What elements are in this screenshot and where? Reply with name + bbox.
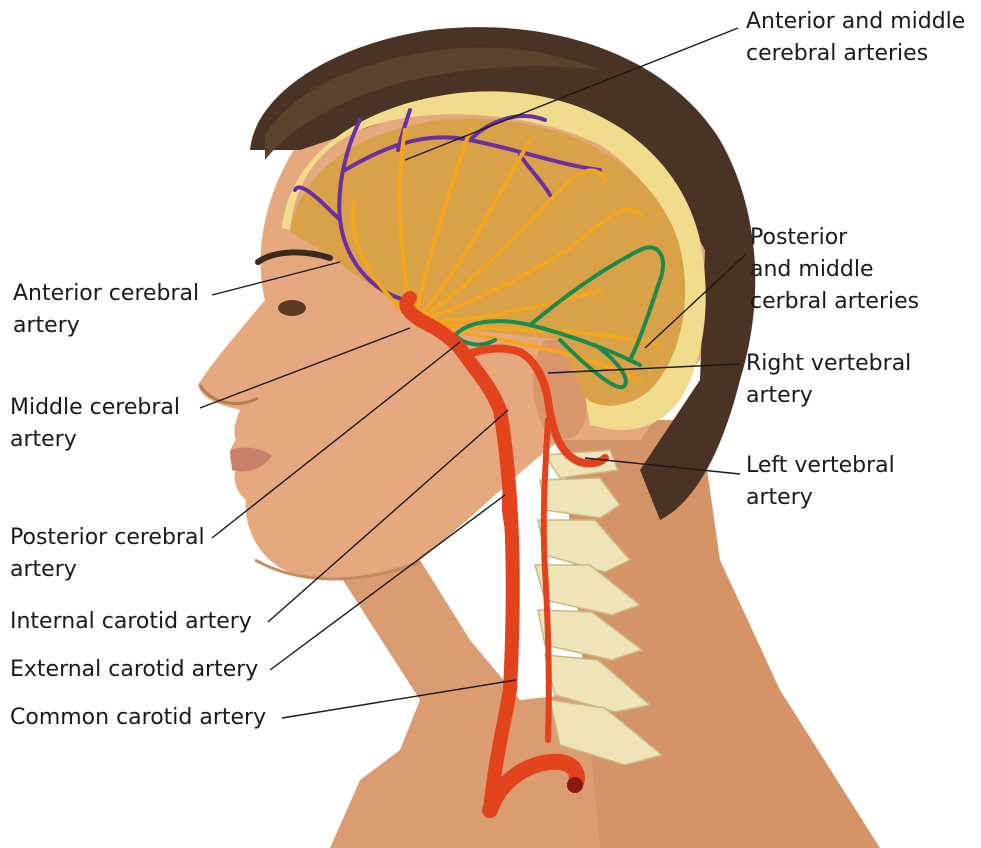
label-right-vertebral-artery: Right vertebral artery [746,348,911,412]
label-line: Anterior cerebral [13,278,199,310]
label-external-carotid-artery: External carotid artery [10,654,258,686]
label-line: External carotid artery [10,654,258,686]
label-internal-carotid-artery: Internal carotid artery [10,606,252,638]
label-middle-cerebral-artery: Middle cerebral artery [10,392,180,456]
label-line: cerbral arteries [750,286,919,318]
label-line: artery [13,310,199,342]
label-line: cerebral arteries [746,38,965,70]
label-posterior-cerebral-artery: Posterior cerebral artery [10,522,205,586]
label-left-vertebral-artery: Left vertebral artery [746,450,895,514]
label-line: artery [10,424,180,456]
label-line: Middle cerebral [10,392,180,424]
label-anterior-middle-cerebral-arteries: Anterior and middle cerebral arteries [746,6,965,70]
label-line: artery [10,554,205,586]
label-line: Posterior [750,222,919,254]
label-line: Left vertebral [746,450,895,482]
label-line: Right vertebral [746,348,911,380]
label-posterior-middle-cerebral-arteries: Posterior and middle cerbral arteries [750,222,919,318]
label-line: and middle [750,254,919,286]
label-common-carotid-artery: Common carotid artery [10,702,266,734]
label-line: Anterior and middle [746,6,965,38]
label-line: Common carotid artery [10,702,266,734]
label-line: artery [746,482,895,514]
aorta-cut-end [567,777,583,793]
label-line: Internal carotid artery [10,606,252,638]
eye [278,300,306,316]
label-anterior-cerebral-artery: Anterior cerebral artery [13,278,199,342]
label-line: Posterior cerebral [10,522,205,554]
label-line: artery [746,380,911,412]
